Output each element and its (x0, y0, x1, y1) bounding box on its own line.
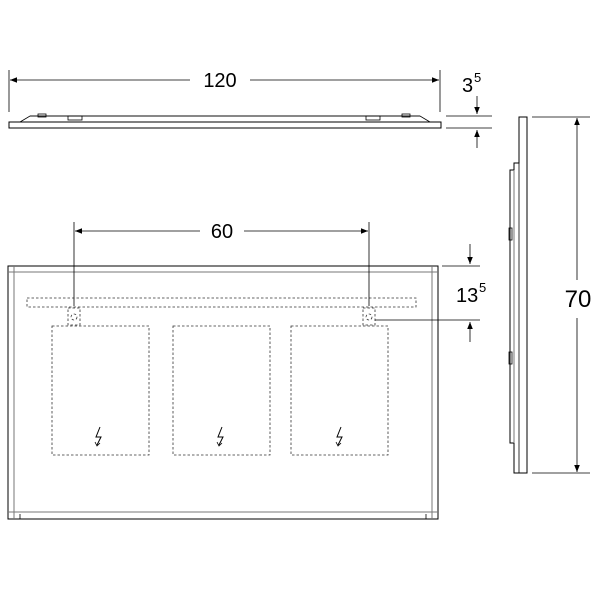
side-view: 70 (508, 116, 592, 474)
side-view-outline (509, 116, 528, 474)
mounting-hole-left (67, 307, 81, 326)
mounting-rail (26, 297, 417, 308)
top-offset-label: 13 (456, 285, 478, 307)
lightning-bolt-icon (216, 426, 224, 447)
width-dimension-label: 120 (203, 70, 236, 92)
lightning-bolt-icon (335, 426, 343, 447)
door-middle (172, 325, 271, 456)
top-view-outline (8, 121, 442, 129)
top-view: 120 3 5 (8, 70, 492, 148)
lightning-bolt-icon (94, 426, 102, 447)
top-offset-superscript: 5 (479, 280, 486, 295)
door-right (290, 325, 389, 456)
depth-dimension-superscript: 5 (474, 70, 481, 85)
hole-spacing-label: 60 (211, 221, 233, 243)
height-dimension-label: 70 (565, 286, 592, 313)
door-left (51, 325, 150, 456)
front-view: 60 13 5 (7, 221, 486, 520)
depth-dimension-label: 3 (462, 75, 473, 97)
mounting-hole-right (362, 307, 376, 326)
front-view-frame (7, 265, 439, 520)
